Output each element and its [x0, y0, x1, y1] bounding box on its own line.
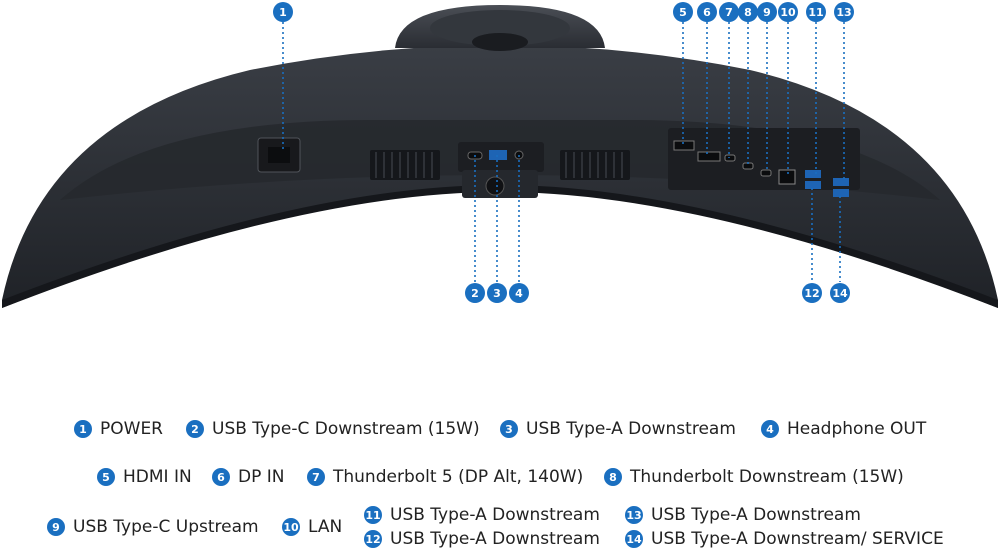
legend-badge: 5 — [97, 468, 115, 486]
legend-label: Thunderbolt 5 (DP Alt, 140W) — [333, 467, 584, 487]
legend-badge: 1 — [74, 420, 92, 438]
svg-text:7: 7 — [725, 6, 733, 19]
legend-label: LAN — [308, 517, 343, 537]
callout-9: 9 — [757, 2, 777, 22]
legend-label: USB Type-A Downstream — [526, 419, 736, 439]
callout-8: 8 — [738, 2, 758, 22]
legend-label: HDMI IN — [123, 467, 192, 487]
svg-text:1: 1 — [279, 6, 287, 19]
callout-lines — [282, 22, 845, 282]
usb-a-port-14 — [833, 189, 849, 197]
legend-label: USB Type-A Downstream/ SERVICE — [651, 529, 944, 549]
callout-11: 11 — [806, 2, 826, 22]
stand-joint — [430, 10, 570, 46]
svg-text:12: 12 — [804, 287, 819, 300]
svg-text:11: 11 — [808, 6, 823, 19]
vent-right — [560, 150, 630, 180]
legend-badge: 4 — [761, 420, 779, 438]
svg-text:5: 5 — [679, 6, 687, 19]
callout-14: 14 — [830, 283, 850, 303]
callout-13: 13 — [834, 2, 854, 22]
legend-item-headphone-out: 4 Headphone OUT — [761, 417, 926, 441]
callout-12: 12 — [802, 283, 822, 303]
legend-item-usb-a-14-service: 14 USB Type-A Downstream/ SERVICE — [625, 527, 944, 551]
callout-10: 10 — [778, 2, 798, 22]
svg-text:10: 10 — [780, 6, 796, 19]
usb-a-downstream-port — [489, 150, 507, 160]
legend-badge: 6 — [212, 468, 230, 486]
svg-text:14: 14 — [832, 287, 848, 300]
legend-item-thunderbolt5: 7 Thunderbolt 5 (DP Alt, 140W) — [307, 465, 583, 489]
legend-label: USB Type-C Downstream (15W) — [212, 419, 480, 439]
legend-item-usb-c-upstream: 9 USB Type-C Upstream — [47, 515, 259, 539]
legend-item-thunderbolt-downstream: 8 Thunderbolt Downstream (15W) — [604, 465, 904, 489]
usb-a-port-11 — [805, 170, 821, 178]
legend-label: USB Type-A Downstream — [390, 505, 600, 525]
callout-4: 4 — [509, 283, 529, 303]
legend-badge: 13 — [625, 506, 643, 524]
legend-label: POWER — [100, 419, 163, 439]
legend-badge: 2 — [186, 420, 204, 438]
svg-text:8: 8 — [744, 6, 752, 19]
svg-text:4: 4 — [515, 287, 523, 300]
legend-label: USB Type-A Downstream — [390, 529, 600, 549]
usb-a-port-12 — [805, 181, 821, 189]
legend-label: Thunderbolt Downstream (15W) — [630, 467, 904, 487]
power-port-inner — [268, 147, 290, 163]
legend-badge: 10 — [282, 518, 300, 536]
thunderbolt5-port — [724, 154, 736, 162]
legend-item-usb-a-11: 11 USB Type-A Downstream — [364, 503, 600, 527]
legend-item-dp-in: 6 DP IN — [212, 465, 284, 489]
svg-text:2: 2 — [471, 287, 479, 300]
callout-3: 3 — [487, 283, 507, 303]
vent-left — [370, 150, 440, 180]
dp-port — [697, 151, 721, 162]
joystick — [485, 176, 505, 196]
vent-slats — [375, 152, 623, 178]
legend-label: Headphone OUT — [787, 419, 927, 439]
stand-hole — [472, 33, 528, 51]
legend-item-usb-c-downstream: 2 USB Type-C Downstream (15W) — [186, 417, 480, 441]
svg-text:3: 3 — [493, 287, 501, 300]
legend-label: USB Type-C Upstream — [73, 517, 259, 537]
svg-text:13: 13 — [836, 6, 851, 19]
hdmi-port — [673, 140, 695, 151]
lan-port — [778, 169, 796, 185]
callout-5: 5 — [673, 2, 693, 22]
legend-item-usb-a-13: 13 USB Type-A Downstream — [625, 503, 861, 527]
callout-7: 7 — [719, 2, 739, 22]
svg-text:6: 6 — [703, 6, 711, 19]
rear-port-panel — [668, 128, 860, 190]
legend-badge: 12 — [364, 530, 382, 548]
legend-badge: 8 — [604, 468, 622, 486]
legend-item-usb-a-12: 12 USB Type-A Downstream — [364, 527, 600, 551]
legend-label: DP IN — [238, 467, 285, 487]
callout-1: 1 — [273, 2, 293, 22]
legend-badge: 7 — [307, 468, 325, 486]
legend-item-lan: 10 LAN — [282, 515, 342, 539]
legend-item-hdmi-in: 5 HDMI IN — [97, 465, 192, 489]
callout-6: 6 — [697, 2, 717, 22]
legend-item-usb-a-downstream: 3 USB Type-A Downstream — [500, 417, 736, 441]
callout-2: 2 — [465, 283, 485, 303]
legend-item-power: 1 POWER — [74, 417, 163, 441]
legend-label: USB Type-A Downstream — [651, 505, 861, 525]
legend-badge: 9 — [47, 518, 65, 536]
usb-a-port-13 — [833, 178, 849, 186]
legend-badge: 14 — [625, 530, 643, 548]
legend-badge: 3 — [500, 420, 518, 438]
legend-badge: 11 — [364, 506, 382, 524]
usb-c-upstream-port — [760, 169, 772, 177]
svg-text:9: 9 — [763, 6, 771, 19]
monitor-rear-illustration: 1 5 6 7 8 9 10 11 — [2, 2, 998, 308]
